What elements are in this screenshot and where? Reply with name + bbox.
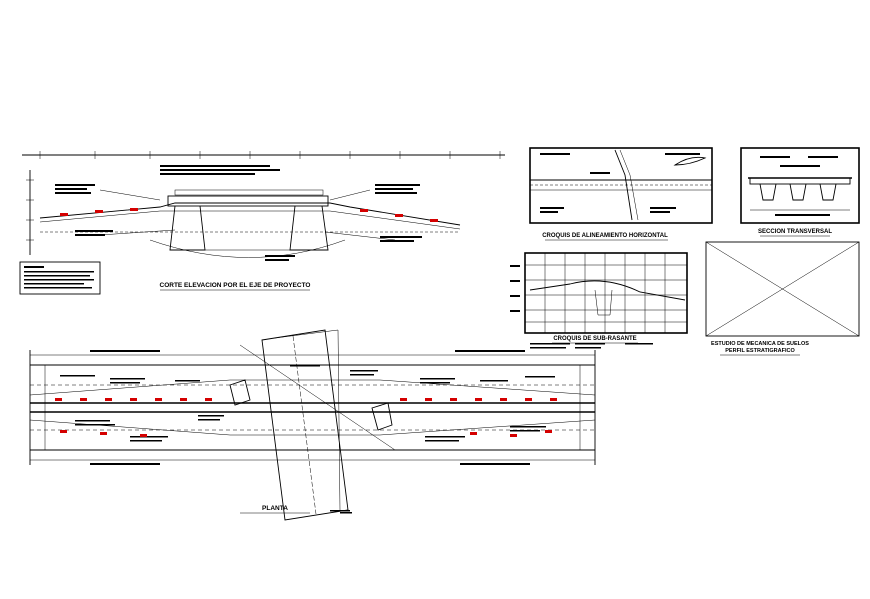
- notes-box: [19, 261, 101, 295]
- station-ticks: [39, 151, 501, 159]
- subgrade-title: CROQUIS DE SUB-RASANTE: [553, 336, 636, 342]
- soil-study-placeholder: ESTUDIO DE MECANICA DE SUELOS PERFIL EST…: [705, 241, 860, 356]
- elevation-text-blocks: [55, 165, 422, 261]
- soil-study-title: ESTUDIO DE MECANICA DE SUELOS: [711, 341, 809, 347]
- subgrade-grid: [525, 253, 687, 333]
- elevation-title: CORTE ELEVACION POR EL EJE DE PROYECTO: [160, 282, 311, 289]
- cross-section-drawing: SECCION TRANSVERSAL: [740, 147, 860, 237]
- plan-drawing: PLANTA: [29, 329, 596, 521]
- horizontal-alignment-drawing: CROQUIS DE ALINEAMIENTO HORIZONTAL: [529, 147, 713, 241]
- horizontal-alignment-title: CROQUIS DE ALINEAMIENTO HORIZONTAL: [542, 233, 668, 239]
- cross-section-title: SECCION TRANSVERSAL: [758, 229, 832, 235]
- plan-bridge-deck: [239, 329, 396, 521]
- subgrade-drawing: CROQUIS DE SUB-RASANTE: [510, 252, 688, 349]
- plan-red-markers: [55, 398, 557, 437]
- cross-section-girders: [759, 183, 837, 201]
- elevation-drawing: CORTE ELEVACION POR EL EJE DE PROYECTO: [19, 151, 505, 295]
- elevation-red-markers: [60, 208, 438, 222]
- soil-study-subtitle: PERFIL ESTRATIGRAFICO: [725, 348, 795, 354]
- plan-title: PLANTA: [262, 505, 288, 512]
- plan-text-blocks: [60, 350, 555, 512]
